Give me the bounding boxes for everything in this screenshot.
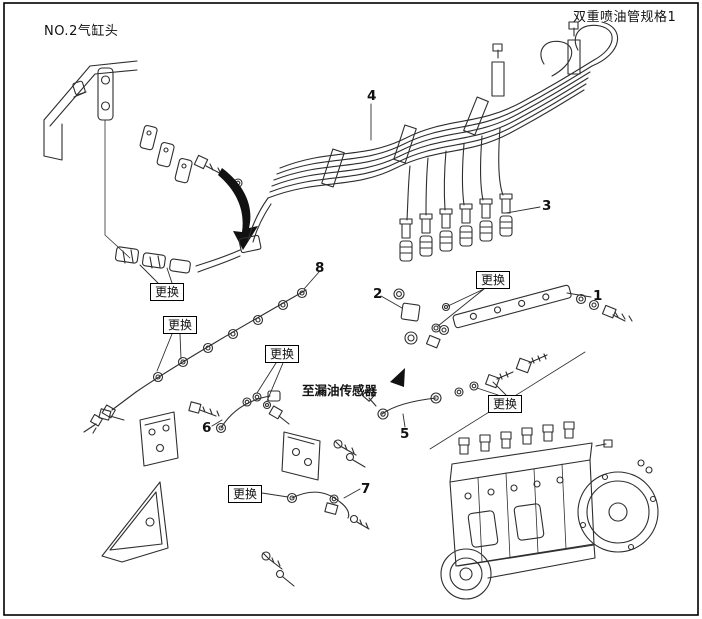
- return-pipe6-drawing: [188, 390, 290, 434]
- callout-part-7: 7: [361, 481, 371, 497]
- bottom-screws-drawing: [261, 551, 295, 587]
- replace-label-pipe7: 更换: [228, 485, 263, 503]
- center-bracket-drawing: [281, 431, 366, 481]
- callout-part-1: 1: [593, 288, 603, 304]
- replace-label-couplers: 更换: [150, 283, 185, 301]
- injection-pipe-bundle-drawing: [114, 21, 619, 274]
- replace-label-pipe6: 更换: [265, 345, 300, 363]
- page-border: [3, 2, 699, 616]
- leak-sensor-label: 至漏油传感器: [302, 383, 378, 398]
- page-title: 双重喷油管规格1: [573, 10, 677, 25]
- replace-label-rail-bolts: 更换: [488, 395, 523, 413]
- replace-label-washers-left: 更换: [163, 316, 198, 334]
- leak-sensor-arrow-icon: [390, 368, 405, 387]
- callout-part-5: 5: [400, 426, 410, 442]
- callout-part-4: 4: [367, 88, 377, 104]
- gusset-bracket-drawing: [101, 481, 169, 563]
- return-pipe7-drawing: [286, 491, 370, 530]
- cylinder-head-label: NO.2气缸头: [44, 24, 119, 39]
- mount-plate-drawing: [98, 408, 179, 467]
- callout-part-3: 3: [542, 198, 552, 214]
- leak-rail-drawing: [425, 284, 633, 349]
- assembly-arrow-icon: [218, 168, 258, 250]
- callout-leader-lines: [139, 103, 592, 499]
- callout-part-6: 6: [202, 420, 212, 436]
- callout-part-8: 8: [315, 260, 325, 276]
- cylinder-head-drawing: [43, 60, 138, 259]
- overflow-pipe5-drawing: [361, 351, 586, 450]
- callout-part-2: 2: [373, 286, 383, 302]
- joint-block-drawing: [393, 288, 451, 345]
- injection-pump-drawing: [440, 421, 659, 600]
- washer-chain-drawing: [83, 287, 308, 434]
- replace-label-orings: 更换: [476, 271, 511, 289]
- injectors-drawing: [399, 193, 513, 262]
